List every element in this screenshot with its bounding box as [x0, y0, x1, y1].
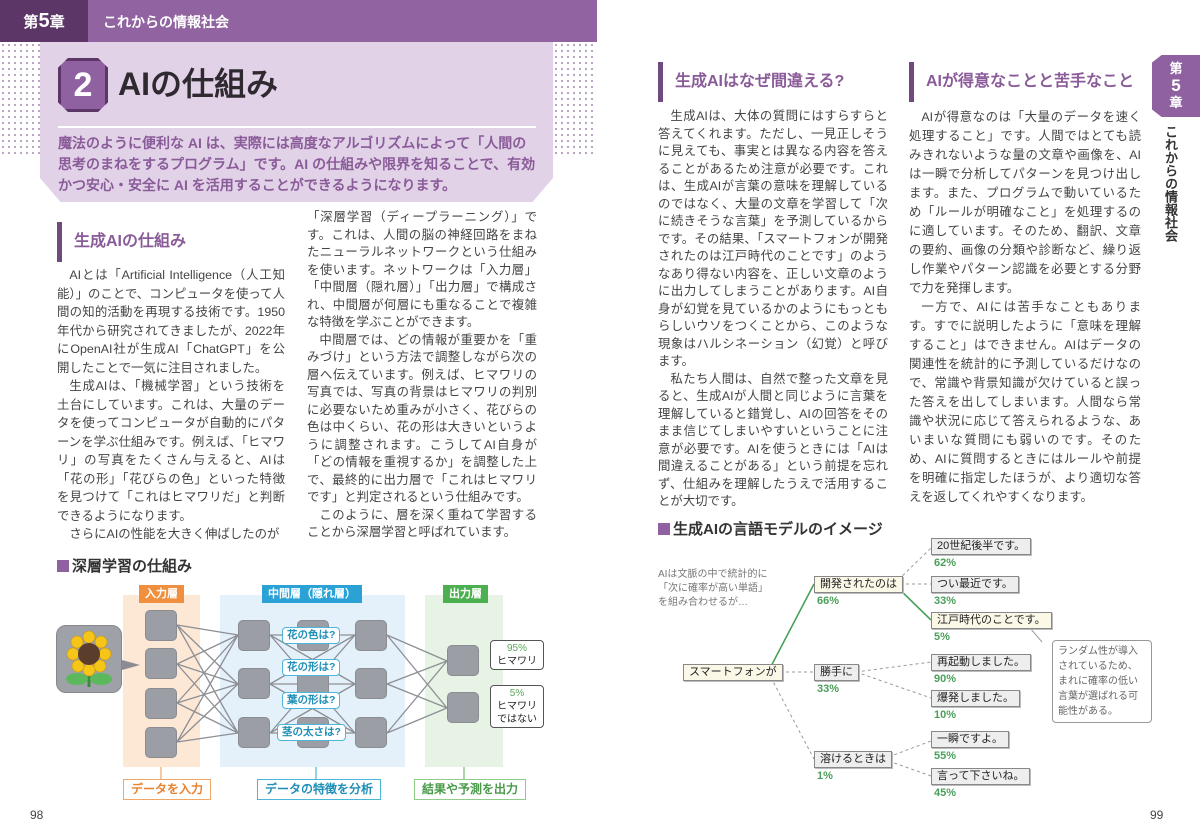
probability: 5%	[934, 631, 950, 643]
chapter-header-bar	[0, 0, 597, 42]
probability: 55%	[934, 750, 957, 762]
paragraph: AIとは「Artificial Intelligence（人工知能）」のことで、…	[57, 268, 285, 375]
output-percent: 95%	[506, 643, 527, 654]
figure-intro: AIは文脈の中で統計的に「次に確率が高い単語」を組み合わせるが…	[658, 569, 768, 608]
hidden-node	[238, 717, 270, 748]
square-bullet-icon	[57, 560, 69, 572]
output-layer-panel	[425, 595, 503, 767]
side-tab-num: 5	[1171, 76, 1181, 95]
paragraph: 中間層では、どの情報が重要かを「重みづけ」という方法で調整しながら次の層へ伝えて…	[307, 332, 537, 505]
probability: 62%	[934, 557, 957, 569]
randomness-note: ランダム性が導入されているため、まれに確率の低い言葉が選ばれる可能性がある。	[1052, 640, 1152, 723]
feature-question: 葉の形は?	[282, 692, 341, 709]
hidden-node	[238, 620, 270, 651]
side-tab-prefix: 第	[1169, 61, 1183, 76]
output-label: ヒマワリではない	[497, 701, 537, 725]
probability: 66%	[817, 595, 840, 607]
side-tab-suffix: 章	[1169, 95, 1183, 110]
word-node: 勝手に	[814, 664, 859, 681]
paragraph: 「深層学習（ディープラーニング）」です。これは、人間の脳の神経回路をまねたニュー…	[307, 210, 537, 329]
word-node: 溶けるときは	[814, 751, 892, 768]
page-number-left: 98	[30, 808, 44, 822]
word-node: 江戸時代のことです。	[931, 612, 1052, 629]
caption-hidden: データの特徴を分析	[257, 779, 382, 800]
word-node: つい最近です。	[931, 576, 1019, 593]
probability: 1%	[817, 770, 833, 782]
figure-title-text: 深層学習の仕組み	[72, 558, 193, 575]
output-node	[447, 645, 479, 676]
hidden-node	[355, 668, 387, 699]
word-root: スマートフォンが	[683, 664, 783, 681]
hidden-node	[355, 620, 387, 651]
output-result: 5% ヒマワリではない	[490, 685, 544, 728]
chapter-suffix: 章	[49, 13, 65, 31]
word-node: 爆発しました。	[931, 690, 1020, 707]
right-column-2: AIが得意なのは「大量のデータを速く処理すること」です。人間ではとても読みきれな…	[909, 108, 1141, 507]
probability: 45%	[934, 787, 957, 799]
caption-input: データを入力	[123, 779, 212, 800]
section-title: AIの仕組み	[118, 66, 279, 102]
paragraph: 生成AIは、「機械学習」という技術を土台にしています。これは、大量のデータを使っ…	[57, 379, 285, 523]
dot-pattern	[553, 42, 597, 157]
probability: 33%	[817, 683, 840, 695]
feature-question: 花の色は?	[282, 627, 341, 644]
paragraph: AIが得意なのは「大量のデータを速く処理すること」です。人間ではとても読みきれな…	[909, 110, 1141, 295]
hidden-node	[355, 717, 387, 748]
paragraph: 一方で、AIには苦手なこともあります。すでに説明したように「意味を理解すること」…	[909, 300, 1141, 504]
left-column-2: 「深層学習（ディープラーニング）」です。これは、人間の脳の神経回路をまねたニュー…	[307, 209, 537, 542]
section-title-box	[40, 42, 553, 202]
figure-title-language-model: 生成AIの言語モデルのイメージ	[658, 521, 883, 539]
feature-question: 花の形は?	[282, 659, 341, 676]
section-lead: 魔法のように便利な AI は、実際には高度なアルゴリズムによって「人間の思考のま…	[58, 135, 536, 193]
input-node	[145, 648, 177, 679]
word-node: 20世紀後半です。	[931, 538, 1032, 555]
input-node	[145, 688, 177, 719]
divider	[58, 126, 536, 128]
output-node	[447, 692, 479, 723]
dot-pattern	[0, 42, 40, 157]
probability: 33%	[934, 595, 957, 607]
right-column-1: 生成AIは、大体の質問にはすらすらと答えてくれます。ただし、一見正しそうに見えて…	[658, 108, 888, 511]
output-label: ヒマワリ	[497, 656, 537, 667]
probability: 90%	[934, 673, 957, 685]
word-node: 言って下さいね。	[931, 768, 1031, 785]
figure-title-deep-learning: 深層学習の仕組み	[57, 558, 192, 576]
page-number-right: 99	[1150, 808, 1164, 822]
input-layer-label: 入力層	[139, 585, 184, 603]
highlight-path	[767, 583, 932, 673]
heading-why-wrong: 生成AIはなぜ間違える?	[658, 62, 844, 102]
heading-strengths-weaknesses: AIが得意なことと苦手なこと	[909, 62, 1134, 102]
sunflower-icon	[66, 630, 112, 687]
paragraph: このように、層を深く重ねて学習することから深層学習と呼ばれています。	[307, 507, 537, 540]
square-bullet-icon	[658, 523, 670, 535]
chapter-prefix: 第	[23, 13, 39, 31]
chapter-num: 5	[38, 9, 50, 32]
input-node	[145, 610, 177, 641]
caption-output: 結果や予測を出力	[414, 779, 527, 800]
section-number: 2	[58, 58, 108, 112]
sunflower-image	[56, 625, 122, 693]
word-node: 一瞬ですよ。	[931, 731, 1009, 748]
hidden-layer-label: 中間層（隠れ層）	[262, 585, 362, 603]
feature-question: 茎の太さは?	[277, 724, 346, 741]
input-node	[145, 727, 177, 758]
paragraph: さらにAIの性能を大きく伸ばしたのが	[69, 527, 280, 541]
paragraph: 生成AIは、大体の質問にはすらすらと答えてくれます。ただし、一見正しそうに見えて…	[658, 109, 888, 368]
output-result: 95% ヒマワリ	[490, 640, 544, 670]
output-layer-label: 出力層	[443, 585, 488, 603]
heading-generative-ai-mechanism: 生成AIの仕組み	[57, 222, 186, 262]
left-column-1: AIとは「Artificial Intelligence（人工知能）」のことで、…	[57, 266, 285, 544]
probability: 10%	[934, 709, 957, 721]
word-node: 開発されたのは	[814, 576, 903, 593]
hidden-node	[238, 668, 270, 699]
chapter-title: これからの情報社会	[103, 14, 229, 30]
tree-edges	[767, 547, 932, 777]
paragraph: 私たち人間は、自然で整った文章を見ると、生成AIが人間と同じように言葉を理解して…	[658, 371, 888, 509]
side-tab-title: これからの情報社会	[1163, 125, 1178, 242]
output-percent: 5%	[509, 688, 525, 699]
word-node: 再起動しました。	[931, 654, 1031, 671]
figure-title-text: 生成AIの言語モデルのイメージ	[673, 521, 883, 538]
